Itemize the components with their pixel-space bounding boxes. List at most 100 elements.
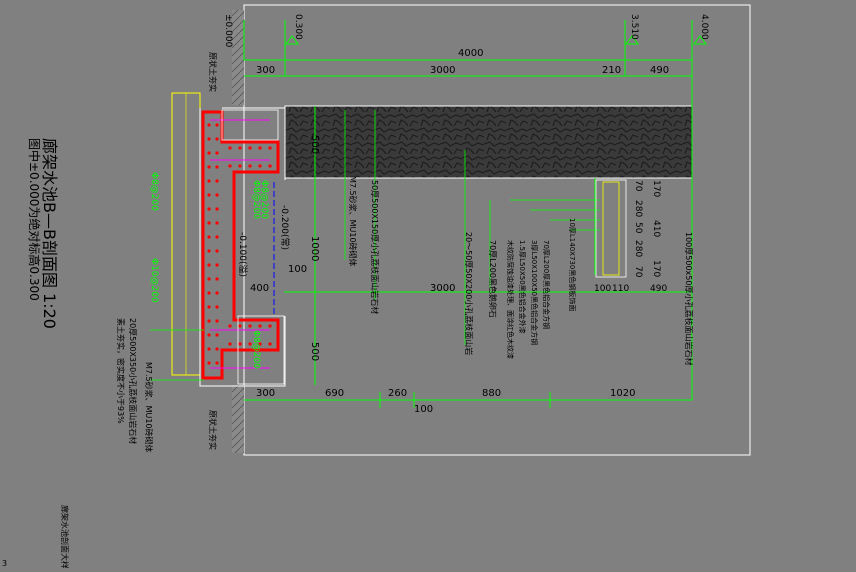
rebar-dot xyxy=(248,324,252,328)
rebar-lines xyxy=(210,119,270,369)
dim-right-bottom-1: 110 xyxy=(612,284,629,294)
rebar-dot xyxy=(207,165,211,169)
water-level-normal: -0.200(常) xyxy=(279,205,291,250)
dim-top-1: 3000 xyxy=(430,65,455,76)
note-8: 70厚L200厚黑色铝合金方钢 xyxy=(542,240,551,329)
dim-right-bottom-2: 490 xyxy=(650,284,667,294)
rebar-label-0: Φ8@200 xyxy=(149,172,159,211)
note-11: M7.5砂浆、MU10砖砌体 xyxy=(144,362,154,453)
note-5: 木纹防腐蚀油漆处理、面涂红色木纹漆 xyxy=(506,240,515,359)
rebar-dot xyxy=(215,361,219,365)
ground-hatch-top xyxy=(232,10,244,105)
steel-bracket-detail xyxy=(595,179,627,278)
dim-top-total: 4000 xyxy=(458,48,483,59)
dim-top-3: 490 xyxy=(650,65,669,76)
dim-bottom-1: 690 xyxy=(325,388,344,399)
drawing-frame xyxy=(243,4,751,456)
rebar-dot xyxy=(207,249,211,253)
rebar-dot xyxy=(238,164,242,168)
leader-lines xyxy=(150,110,600,381)
dim-right2-2: 170 xyxy=(651,260,661,277)
drawing-title: 廊架水池B—B剖面图 1:20 xyxy=(40,138,59,329)
coping-block-bottom xyxy=(237,315,285,385)
rebar-dot xyxy=(268,164,272,168)
dim-right-bottom-0: 100 xyxy=(594,284,611,294)
dim-top-0: 300 xyxy=(256,65,275,76)
coping-block-top xyxy=(221,109,279,141)
dim-vertical-0: 500 xyxy=(309,135,320,154)
rebar-dot xyxy=(268,324,272,328)
rebar-dot xyxy=(207,333,211,337)
note-7: 3厚L50X100X50黑色铝合金方钢 xyxy=(530,240,539,345)
level-000: ±0.000 xyxy=(223,14,233,48)
dim-right-1: 280 xyxy=(633,200,643,217)
rebar-dot xyxy=(215,179,219,183)
rebar-dot xyxy=(258,146,262,150)
dim-right-2: 50 xyxy=(633,222,643,234)
rebar-dot xyxy=(248,342,252,346)
rebar-dot xyxy=(207,263,211,267)
rebar-dot xyxy=(207,123,211,127)
ground-label-bottom: 原状土夯实 xyxy=(208,410,218,450)
rebar-dot xyxy=(207,235,211,239)
rebar-dot xyxy=(238,342,242,346)
rebar-dot xyxy=(207,347,211,351)
note-6: 1.5厚L50X50黑色铝合金外漆 xyxy=(518,240,527,334)
rebar-label-4: Φ8@200 xyxy=(251,330,261,369)
dim-bottom-2: 260 xyxy=(388,388,407,399)
rebar-dot xyxy=(215,151,219,155)
rebar-dot xyxy=(207,151,211,155)
steel-bracket-inner xyxy=(602,181,620,276)
rebar-dot xyxy=(215,277,219,281)
note-13: 素土夯实，密实度不小于93% xyxy=(116,318,126,424)
rebar-label-1: Φ10@200 xyxy=(149,258,159,303)
rebar-dot xyxy=(228,342,232,346)
rebar-dot xyxy=(207,207,211,211)
water-level-overflow: -0.100(溢) xyxy=(237,232,249,277)
rebar-dot xyxy=(258,164,262,168)
dim-right-0: 70 xyxy=(633,180,643,192)
rebar-dot xyxy=(207,291,211,295)
dim-vertical-1: 1000 xyxy=(309,236,320,261)
level-3510: 3.510 xyxy=(629,14,639,40)
rebar-dot xyxy=(215,305,219,309)
dim-bottom-4: 1020 xyxy=(610,388,635,399)
dim-right2-0: 170 xyxy=(651,180,661,197)
level-markers xyxy=(285,35,707,45)
section-outline xyxy=(199,107,286,387)
dim-vertical-2: 500 xyxy=(309,342,320,361)
rebar-dot xyxy=(258,342,262,346)
dim-bottom-0: 300 xyxy=(256,388,275,399)
rebar-dot xyxy=(238,146,242,150)
rebar-dot xyxy=(207,305,211,309)
rebar-dot xyxy=(215,207,219,211)
note-3: 20～50厚50X200小孔荔枝面山岩 xyxy=(464,232,474,355)
dim-bottom-3: 880 xyxy=(482,388,501,399)
rebar-dot xyxy=(207,193,211,197)
rebar-dot xyxy=(215,193,219,197)
dim-inner-100: 100 xyxy=(288,264,307,275)
note-1: M7.5砂浆、MU10砖砌体 xyxy=(348,176,358,267)
dimension-lines xyxy=(243,20,693,408)
dim-inner-3000: 3000 xyxy=(430,283,455,294)
rebar-dots xyxy=(207,123,272,365)
rebar-dot xyxy=(258,324,262,328)
rebar-dot xyxy=(215,263,219,267)
dim-right-3: 280 xyxy=(633,240,643,257)
rebar-dot xyxy=(207,137,211,141)
rebar-dot xyxy=(215,137,219,141)
level-300: 0.300 xyxy=(293,14,303,40)
ground-label-top: 原状土夯实 xyxy=(208,52,218,92)
dim-right-4: 70 xyxy=(633,266,643,278)
dim-top-2: 210 xyxy=(602,65,621,76)
rebar-label-3: Φ8@200 xyxy=(259,180,269,219)
rebar-dot xyxy=(268,342,272,346)
stone-cap-slab xyxy=(284,105,693,179)
rebar-dot xyxy=(268,146,272,150)
rebar-dot xyxy=(215,249,219,253)
rebar-dot xyxy=(228,146,232,150)
rebar-dot xyxy=(215,291,219,295)
drawing-subtitle: 图中±0.000为绝对标高0.300 xyxy=(27,138,42,301)
